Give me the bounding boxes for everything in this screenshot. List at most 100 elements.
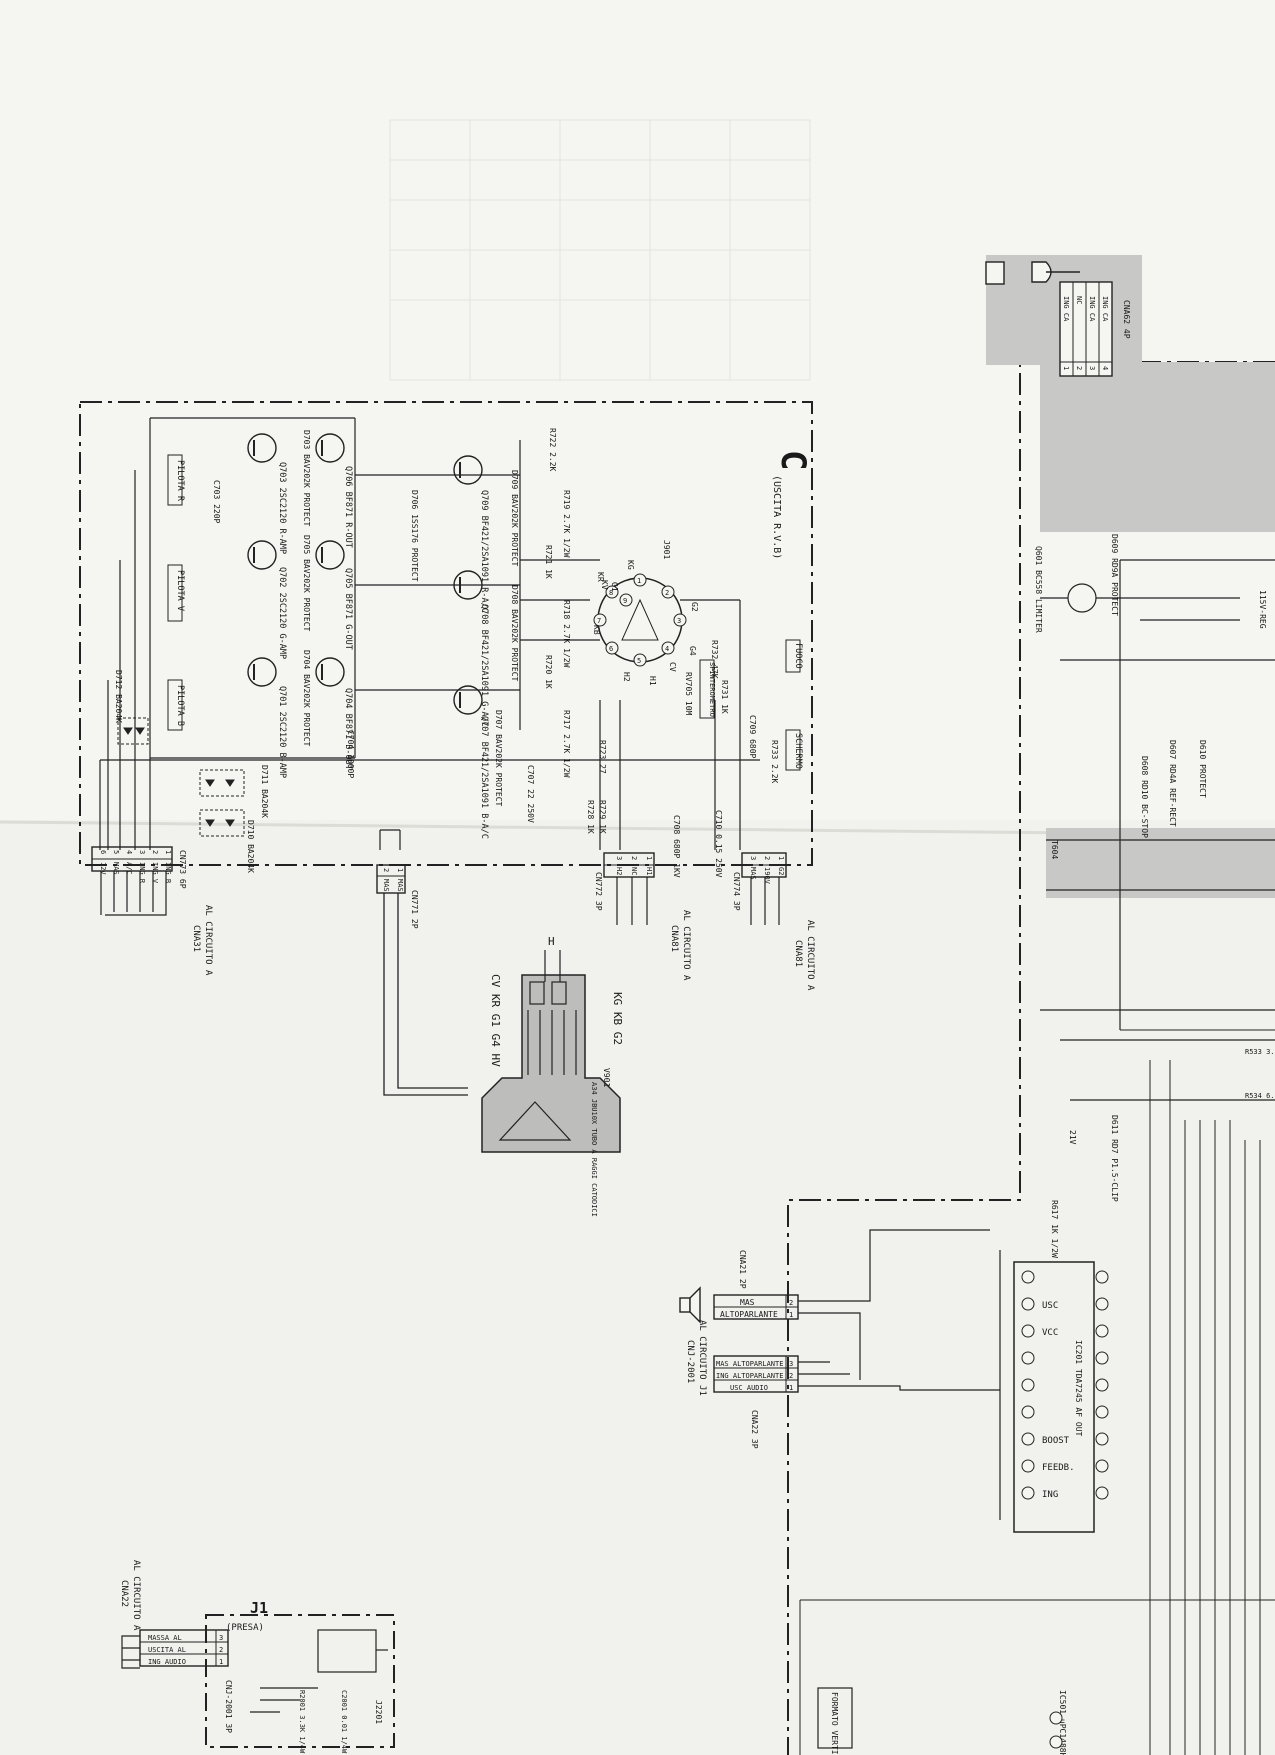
d706-label: D706 1SS176 PROTECT xyxy=(410,490,419,582)
d711-label: D711 BA204K xyxy=(260,765,269,818)
d709-label: D709 BAV202K PROTECT xyxy=(510,470,519,567)
cn772-pin-3-label: H2 xyxy=(615,867,623,875)
cnj-pin-2-num: 2 xyxy=(219,1646,223,1654)
cnj-dest: AL CIRCUITO A xyxy=(131,1560,141,1631)
cna22-pin-2-label: ING ALTOPARLANTE xyxy=(716,1372,783,1380)
socket-pin-9: 9 xyxy=(623,597,627,605)
socket-label-kb: KB xyxy=(592,625,601,635)
cn771-pin-2-num: 2 xyxy=(382,868,390,872)
d704-label: D704 BAV202K PROTECT xyxy=(302,650,311,747)
cn773-pin-6-num: 6 xyxy=(99,850,107,854)
ic201-name: IC201 TDA7245 AF OUT xyxy=(1074,1340,1083,1437)
cn771-pin-2-label: MAS xyxy=(382,879,390,892)
pilota-b-label: PILOTA B xyxy=(175,685,185,726)
cn774-pin-1-num: 1 xyxy=(777,856,785,860)
r728-label: R728 1K xyxy=(586,800,595,834)
socket-name: J901 xyxy=(662,540,671,559)
q704-label: Q704 BF871 B-OUT xyxy=(343,688,353,770)
r722-label: R722 2.2K xyxy=(548,428,557,472)
socket-label-h2: H2 xyxy=(622,672,631,682)
r721-label: R721 1K xyxy=(544,545,553,579)
c707-label: C707 22 250V xyxy=(526,765,535,823)
rv705-label: RV705 10M xyxy=(684,672,693,716)
cna22-pin-2-num: 2 xyxy=(789,1372,793,1380)
c708-label: C708 680P 1KV xyxy=(672,815,681,878)
v21-label: 21V xyxy=(1068,1130,1077,1145)
q706-label: Q706 BF871 R-OUT xyxy=(343,466,353,548)
d608-label: D608 RD10 BC-STOP xyxy=(1140,756,1149,838)
cn774-pin-3-label: MAS xyxy=(749,867,757,880)
formato-label: FORMATO VERTICALE xyxy=(830,1692,839,1755)
c709-label: C709 680P xyxy=(748,715,757,759)
crt-labels-top: KG KB G2 xyxy=(611,992,624,1045)
c710-label: C710 0.15 250V xyxy=(714,810,723,878)
board-j-letter: J1 xyxy=(250,1599,268,1617)
cn773-pin-1-label: ING B xyxy=(164,862,172,883)
crt-heater-label: H xyxy=(548,935,555,948)
cnj-pin-3-num: 3 xyxy=(219,1634,223,1642)
cna62-name: CNA62 4P xyxy=(1122,300,1131,339)
d707-label: D707 BAV202K PROTECT xyxy=(494,710,503,807)
spark-gap-label: SPINTEROMETRO xyxy=(708,662,716,717)
transistor-q706-symbol xyxy=(315,433,345,463)
d710-label: D710 BA204K xyxy=(246,820,255,873)
cna22-pin-3-label: MAS ALTOPARLANTE xyxy=(716,1360,783,1368)
socket-label-g2: G2 xyxy=(690,602,699,612)
ic201 xyxy=(1013,1261,1109,1533)
cn772-pin-1-label: H1 xyxy=(645,867,653,875)
cn773-pin-3-num: 3 xyxy=(138,850,146,854)
power-plug xyxy=(985,261,1080,285)
cna22-pin-1-num: 1 xyxy=(789,1384,793,1392)
cna22-dest-conn: CNJ-2001 xyxy=(685,1340,695,1383)
q708-label: Q708 BF421/2SA1091 G-A/C xyxy=(479,604,489,727)
cna22-dest: AL CIRCUITO J1 xyxy=(697,1320,707,1396)
cn773-pin-6-label: 12V xyxy=(99,862,107,875)
cna21-name: CNA21 2P xyxy=(738,1250,747,1289)
socket-label-g4: G4 xyxy=(688,646,697,656)
crt-name: V901 xyxy=(602,1068,611,1087)
r533-label: R533 3.3 xyxy=(1245,1048,1275,1056)
cn773-name: CN773 6P xyxy=(178,850,187,889)
d703-label: D703 BAV202K PROTECT xyxy=(302,430,311,527)
connector-cn774 xyxy=(741,852,787,878)
r534-label: R534 6.8 xyxy=(1245,1092,1275,1100)
cn772-name: CN772 3P xyxy=(594,872,603,911)
transistor-q709-symbol xyxy=(453,455,483,485)
jack-label: J2201 xyxy=(374,1700,383,1724)
crt-labels-bottom: CV KR G1 G4 HV xyxy=(489,974,502,1067)
pilota-r-label: PILOTA R xyxy=(175,460,185,502)
cn774-name: CN774 3P xyxy=(732,872,741,911)
cnj-pin-1-label: ING AUDIO xyxy=(148,1658,186,1666)
cnj-pin-3-label: MASSA AL xyxy=(148,1634,182,1642)
cna62-pin-3-num: 3 xyxy=(1088,366,1096,370)
ic201-pin-ing: ING xyxy=(1042,1490,1058,1500)
transistor-q704-symbol xyxy=(315,657,345,687)
board-c: C (USCITA R.V.B) xyxy=(79,401,815,1096)
cn771-name: CN771 2P xyxy=(410,890,419,929)
cn772-pin-1-num: 1 xyxy=(645,856,653,860)
t604-label: T604 xyxy=(1050,840,1059,859)
cn774-dest: AL CIRCUITO A xyxy=(805,920,815,991)
r720-label: R720 1K xyxy=(544,655,553,689)
r717-label: R717 2.7K 1/2W xyxy=(562,710,571,778)
cn772-pin-3-num: 3 xyxy=(615,856,623,860)
cn772-pin-2-label: NC xyxy=(630,867,638,875)
cna62-pin-2-label: NC xyxy=(1075,296,1083,304)
socket-label-cv: CV xyxy=(668,662,677,672)
q701-label: Q701 2SC2120 B-AMP xyxy=(277,686,287,778)
transistor-q707-symbol xyxy=(453,685,483,715)
crt-tube-label: A34 JBU10X TUBO A RAGGI CATODICI xyxy=(590,1082,598,1217)
q703-label: Q703 2SC2120 R-AMP xyxy=(277,462,287,554)
cnj-dest-conn: CNA22 xyxy=(119,1580,129,1607)
transistor-q701-symbol xyxy=(247,657,277,687)
connector-cn773 xyxy=(91,846,173,872)
r617-label: R617 1K 1/2W xyxy=(1050,1200,1059,1258)
cna62-pin-4-label: ING CA xyxy=(1101,296,1109,322)
cn773-pin-2-num: 2 xyxy=(151,850,159,854)
cn773-pin-4-label: A/C xyxy=(125,862,133,875)
cn773-dest: AL CIRCUITO A xyxy=(203,905,213,976)
transistor-q702-symbol xyxy=(247,540,277,570)
cn773-pin-2-label: ING V xyxy=(151,862,159,884)
r723-label: R723 27 xyxy=(598,740,607,774)
